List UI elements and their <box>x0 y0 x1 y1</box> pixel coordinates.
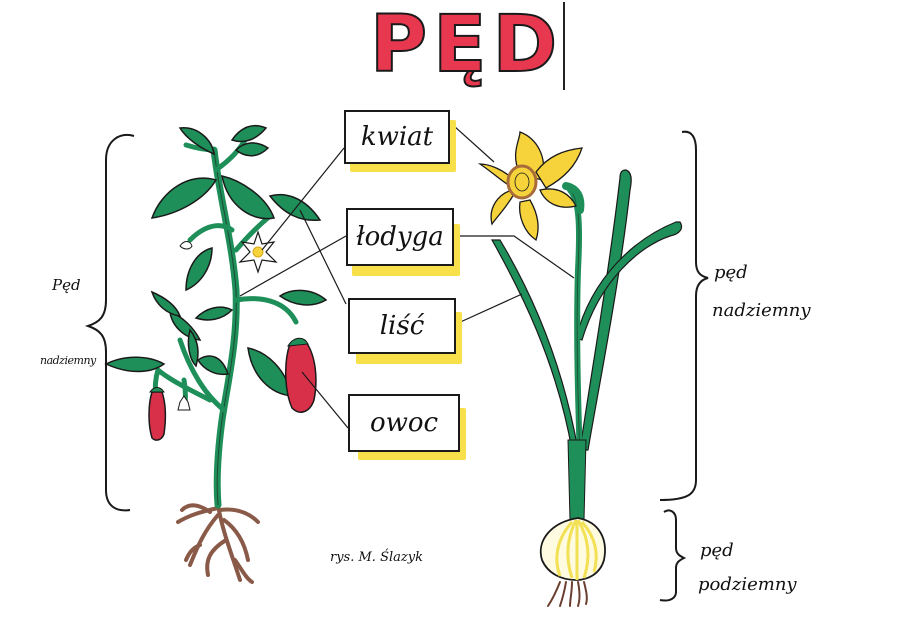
daffodil-bulb <box>539 517 606 607</box>
label-lisc: liść <box>348 298 456 354</box>
connector-lines <box>239 125 575 429</box>
pepper-flower <box>238 230 278 274</box>
right-upper-bracket-line1: pęd <box>714 262 748 283</box>
daffodil-flower <box>477 131 583 242</box>
page-title: PĘD <box>369 0 564 90</box>
right-lower-bracket <box>659 509 687 602</box>
right-upper-bracket <box>659 130 709 501</box>
author-signature: rys. M. Ślazyk <box>330 550 423 565</box>
pepper-fruits <box>148 337 317 441</box>
label-kwiat: kwiat <box>344 110 450 164</box>
right-upper-bracket-line2: nadziemny <box>712 300 811 321</box>
left-bracket <box>84 134 135 512</box>
label-owoc-text: owoc <box>369 408 439 438</box>
label-owoc: owoc <box>348 394 460 452</box>
left-bracket-line1: Pęd <box>52 276 81 294</box>
left-bracket-line2: nadziemny <box>40 354 96 367</box>
label-lisc-text: liść <box>379 311 425 341</box>
pepper-leaves <box>104 124 328 397</box>
label-lodyga-text: łodyga <box>356 222 444 252</box>
pepper-roots <box>176 503 260 584</box>
pepper-plant <box>104 124 328 584</box>
right-lower-bracket-line2: podziemny <box>698 574 797 595</box>
label-lodyga: łodyga <box>346 208 454 266</box>
title-divider <box>563 2 565 90</box>
daffodil-leaf-curve <box>575 221 683 341</box>
right-lower-bracket-line1: pęd <box>700 540 734 561</box>
label-kwiat-text: kwiat <box>360 122 434 152</box>
daffodil-plant <box>477 131 683 607</box>
